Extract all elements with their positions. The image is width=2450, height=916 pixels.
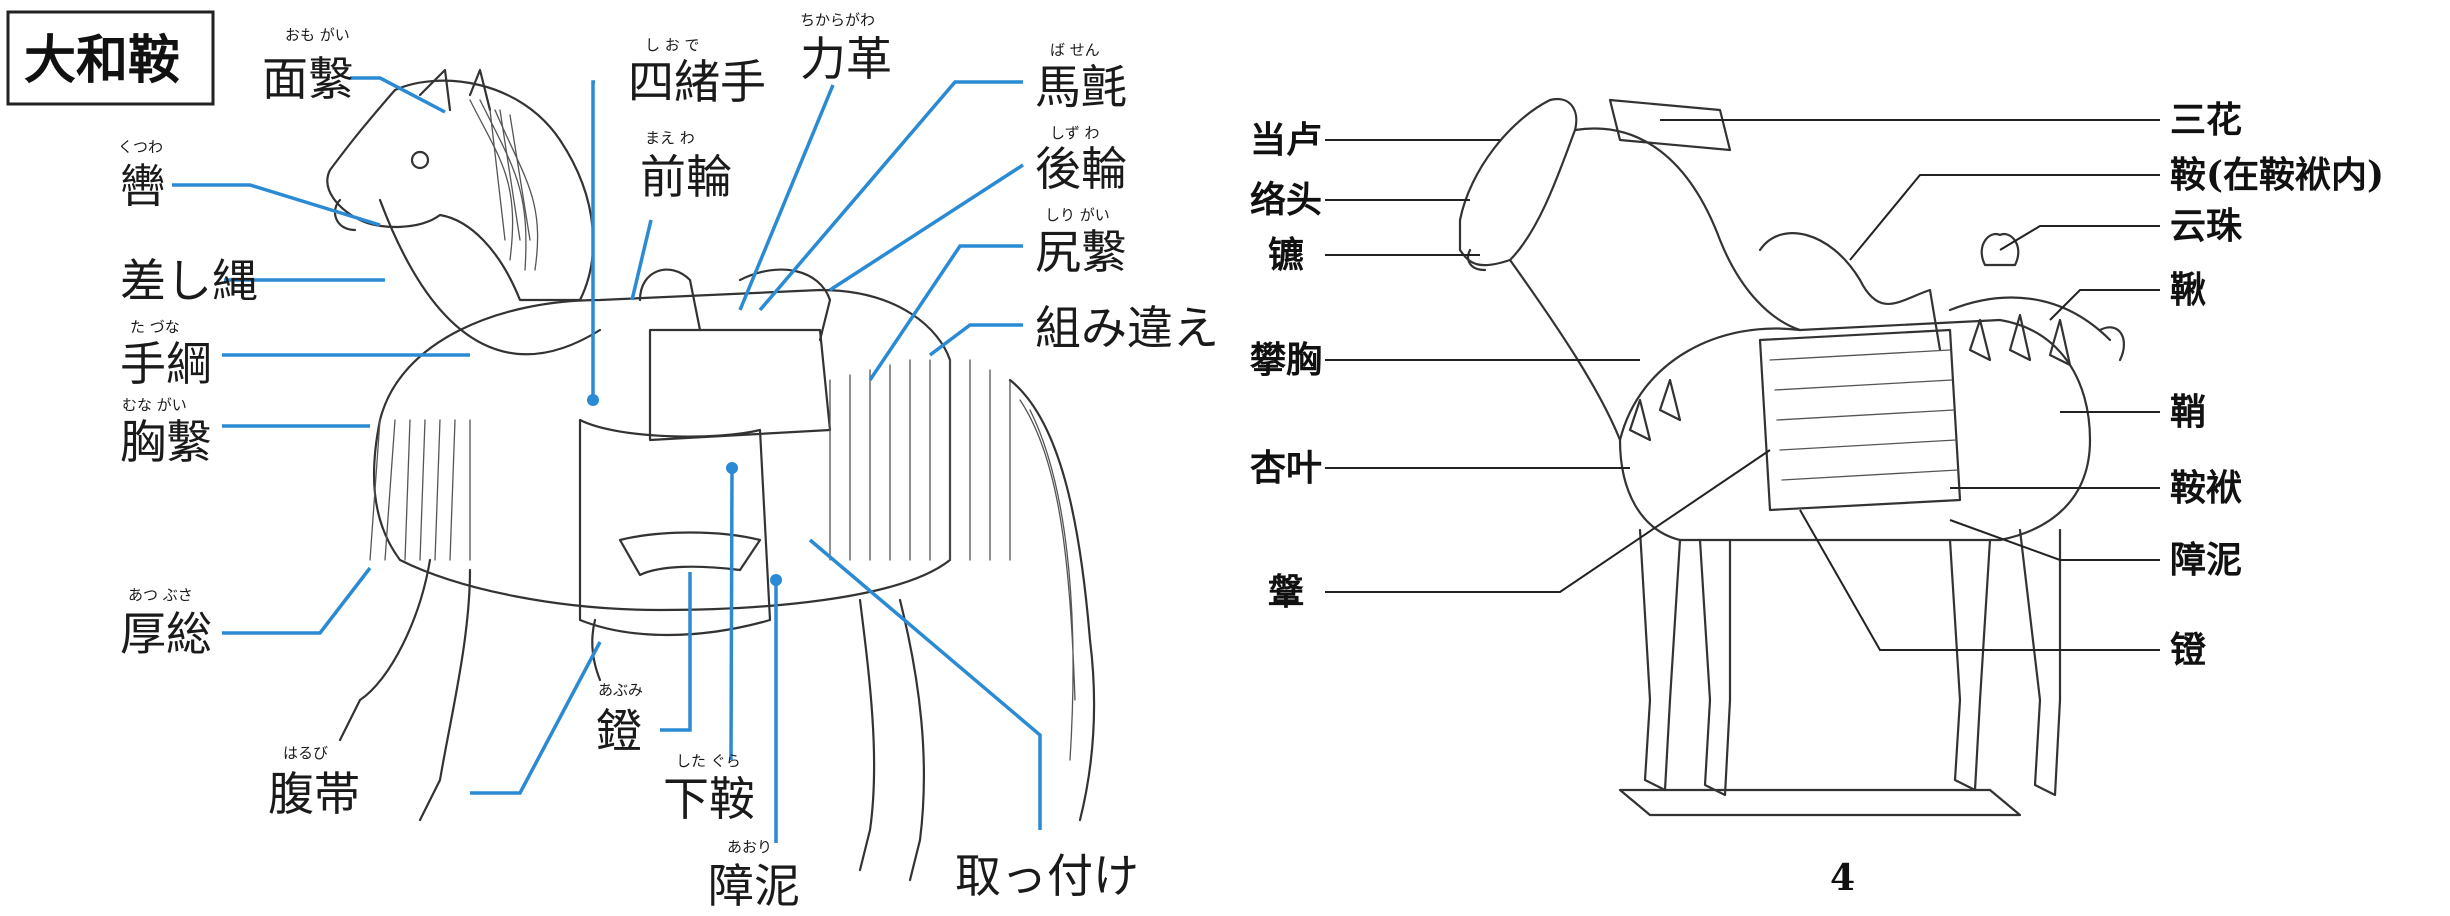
label-omogai: 面繫 <box>262 52 354 106</box>
label-ruby-omogai: おも がい <box>285 26 350 44</box>
label-zhangni: 障泥 <box>2170 539 2242 581</box>
horse-sketch-right <box>1458 97 2125 817</box>
label-ruby-maewa: まえ わ <box>645 129 695 147</box>
label-tazuna: 手綱 <box>120 337 212 391</box>
label-ruby-kutsuwa: くつわ <box>118 138 163 156</box>
label-ruby-atsubusa: あつ ぶさ <box>128 586 193 604</box>
label-munagai: 胸繫 <box>120 415 212 469</box>
label-haruobi: 腹帯 <box>268 767 360 821</box>
label-qiu: 鞦 <box>2170 269 2206 311</box>
label-shiode: 四緒手 <box>628 55 766 109</box>
label-aori: 障泥 <box>708 859 800 913</box>
label-shizuwa: 後輪 <box>1035 142 1127 196</box>
label-luotou: 络头 <box>1250 179 1322 221</box>
label-ruby-haruobi: はるび <box>283 744 328 762</box>
label-ruby-basen: ば せん <box>1050 41 1100 59</box>
label-toritsuke: 取っ付け <box>955 849 1139 903</box>
label-ruby-abumi: あぶみ <box>598 681 643 699</box>
label-maewa: 前輪 <box>640 150 732 204</box>
label-ruby-shitagura: した ぐら <box>676 752 741 770</box>
figure-number: 4 <box>1830 857 1855 899</box>
label-ruby-shirigai: しり がい <box>1045 206 1110 224</box>
label-shao: 鞘 <box>2170 391 2206 433</box>
leaders-left <box>172 76 1042 843</box>
label-panxiong: 攀胸 <box>1250 339 1322 381</box>
labels-right: 当卢 络头 镳 攀胸 杏叶 鞶 三花 鞍(在鞍袱内) 云珠 鞦 鞘 鞍袱 障泥 … <box>1250 99 2384 899</box>
label-ruby-tazuna: た づな <box>130 318 180 336</box>
horse-sketch-left <box>326 68 1096 882</box>
label-ruby-shizuwa: しず わ <box>1050 124 1099 142</box>
label-xingye: 杏叶 <box>1250 447 1322 489</box>
label-shirigai: 尻繫 <box>1035 225 1127 279</box>
label-basen: 馬氈 <box>1035 60 1127 114</box>
label-atsubusa: 厚総 <box>120 607 212 661</box>
right-diagram: 当卢 络头 镳 攀胸 杏叶 鞶 三花 鞍(在鞍袱内) 云珠 鞦 鞘 鞍袱 障泥 … <box>1250 97 2384 899</box>
label-abumi: 鐙 <box>596 704 642 758</box>
title-box <box>6 10 215 106</box>
diagram-title: 大和鞍 <box>24 31 180 91</box>
label-ruby-aori: あおり <box>727 838 772 856</box>
label-kutsuwa: 轡 <box>120 159 166 213</box>
label-shitagura: 下鞍 <box>663 772 755 826</box>
label-sashinawa: 差し縄 <box>120 254 258 308</box>
labels-left: おも がい 面繫 くつわ 轡 差し縄 た づな 手綱 むな がい 胸繫 あつ ぶ… <box>118 11 1219 913</box>
label-ban: 鞶 <box>1268 571 1304 613</box>
left-diagram: 大和鞍 <box>6 10 1219 913</box>
label-ruby-shiode: し お で <box>645 36 700 54</box>
label-anfu: 鞍袱 <box>2170 467 2242 509</box>
label-biao: 镳 <box>1268 234 1304 276</box>
label-danglu: 当卢 <box>1250 119 1322 161</box>
label-kumichigae: 組み違え <box>1035 301 1219 355</box>
label-ruby-munagai: むな がい <box>122 396 187 414</box>
leaders-right <box>1325 119 2160 651</box>
label-an: 鞍(在鞍袱内) <box>2170 154 2384 196</box>
label-deng: 镫 <box>2170 629 2207 671</box>
label-ruby-chikaragawa: ちからがわ <box>800 11 875 29</box>
label-sanhua: 三花 <box>2170 99 2242 141</box>
label-yunzhu: 云珠 <box>2170 205 2243 247</box>
label-chikaragawa: 力革 <box>800 32 892 86</box>
